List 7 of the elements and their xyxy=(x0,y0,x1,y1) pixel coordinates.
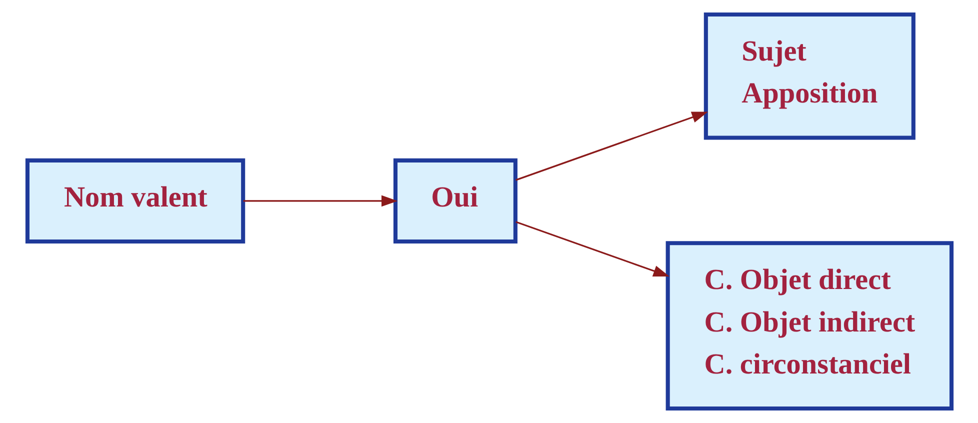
node-box: Nom valent xyxy=(24,158,245,244)
arrow xyxy=(515,112,708,181)
node-box: Oui xyxy=(392,158,517,244)
arrow xyxy=(242,195,398,207)
node-box: C. Objet direct C. Objet indirect C. circonstanciel xyxy=(665,241,954,410)
arrow xyxy=(515,221,670,277)
node-box: Sujet Apposition xyxy=(703,12,915,140)
